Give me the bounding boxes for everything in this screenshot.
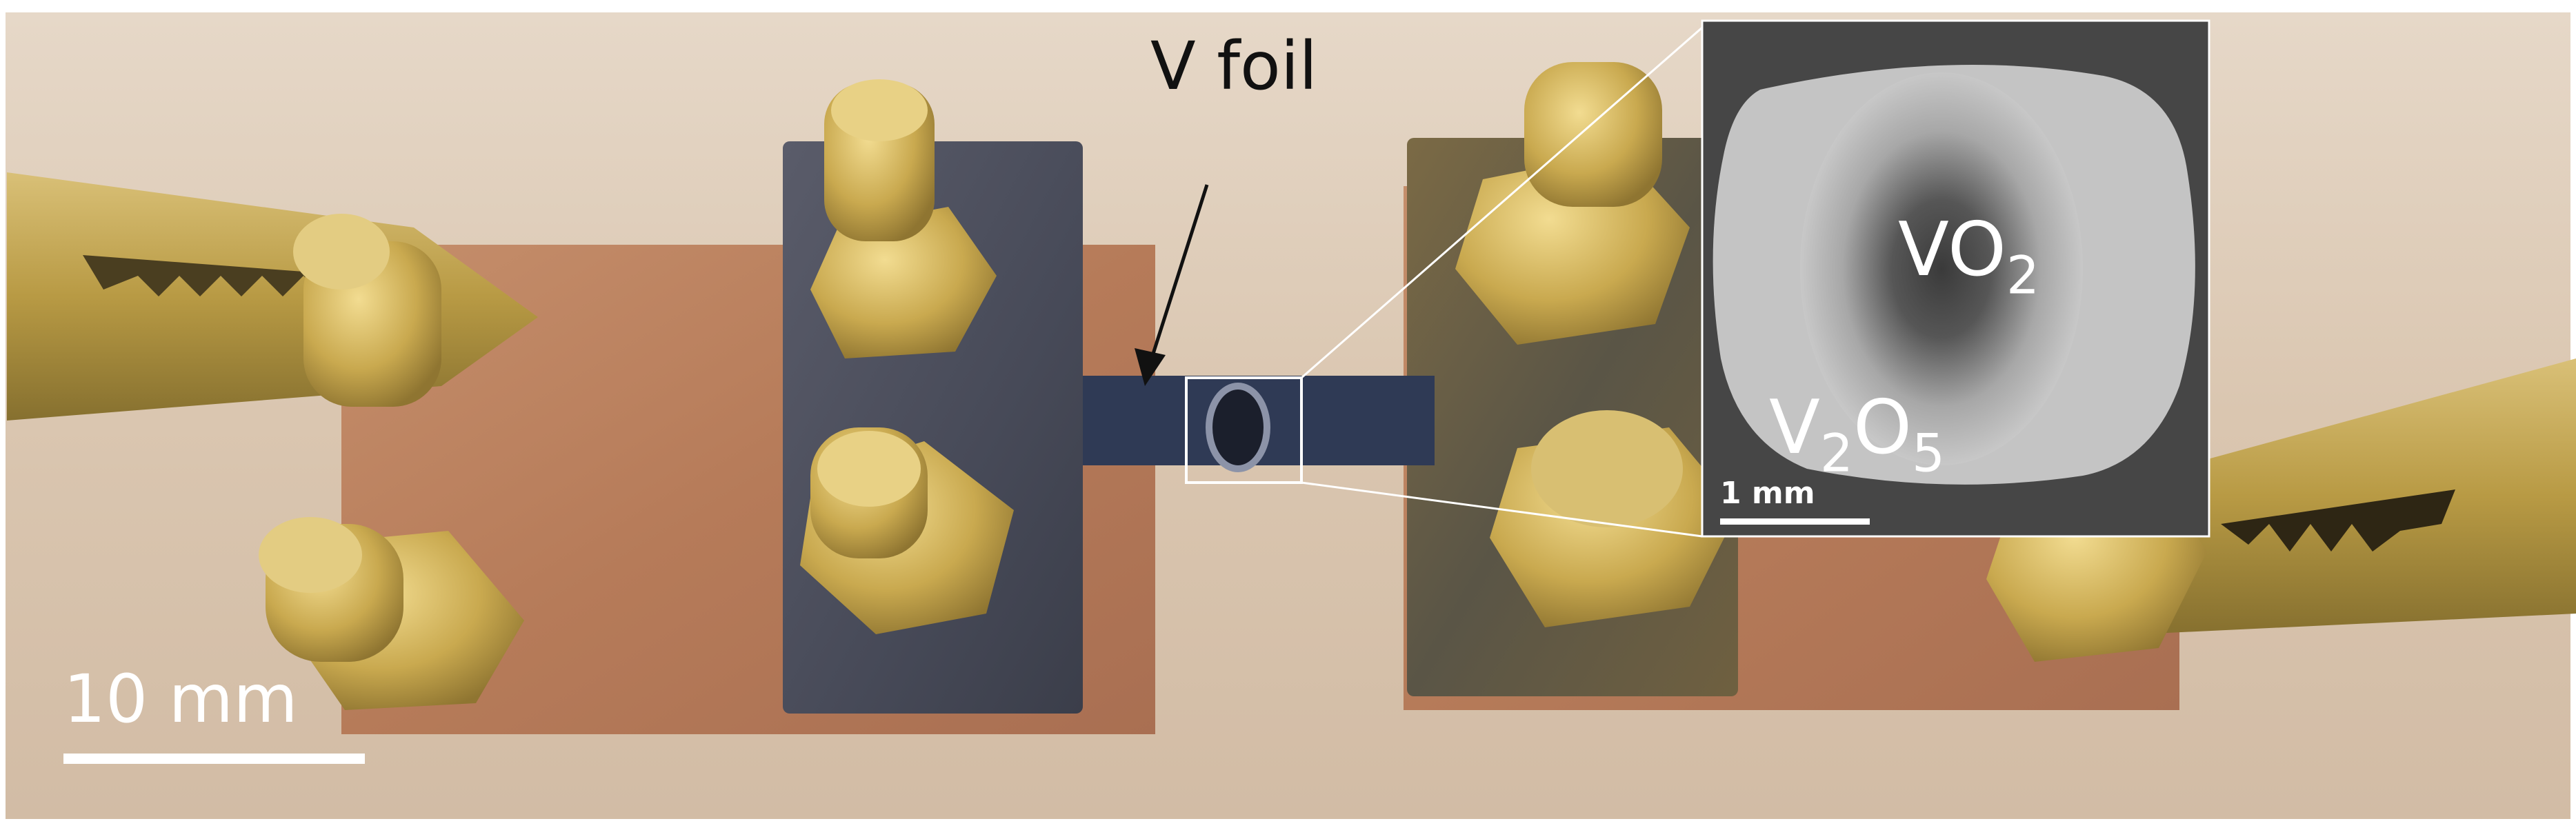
phase-label-v2o5: V2O5 xyxy=(1769,385,1946,484)
foil-arrow-head xyxy=(1135,348,1166,386)
zoom-line-top xyxy=(1301,26,1703,379)
main-scale-bar xyxy=(63,754,365,764)
foil-hotspot xyxy=(1206,383,1270,472)
bolt-left-bottom xyxy=(800,427,1014,634)
inset-scale-bar xyxy=(1720,518,1870,525)
inset-dark-core xyxy=(1800,72,2083,465)
bolt-right-bottom xyxy=(1490,410,1738,627)
foil-arrow-shaft xyxy=(1146,184,1209,370)
bolt-copper-left-top xyxy=(293,214,441,407)
foil-label: V foil xyxy=(1150,28,1318,105)
inset-scale-label: 1 mm xyxy=(1720,476,1815,511)
bolt-right-top xyxy=(1455,62,1690,345)
bolt-copper-left-bottom xyxy=(259,517,524,710)
main-scale-label: 10 mm xyxy=(63,660,298,738)
bolt-left-top xyxy=(810,79,997,358)
zoom-line-bottom xyxy=(1301,481,1703,538)
phase-label-vo2: VO2 xyxy=(1898,207,2040,306)
zoom-region-box xyxy=(1185,376,1303,484)
